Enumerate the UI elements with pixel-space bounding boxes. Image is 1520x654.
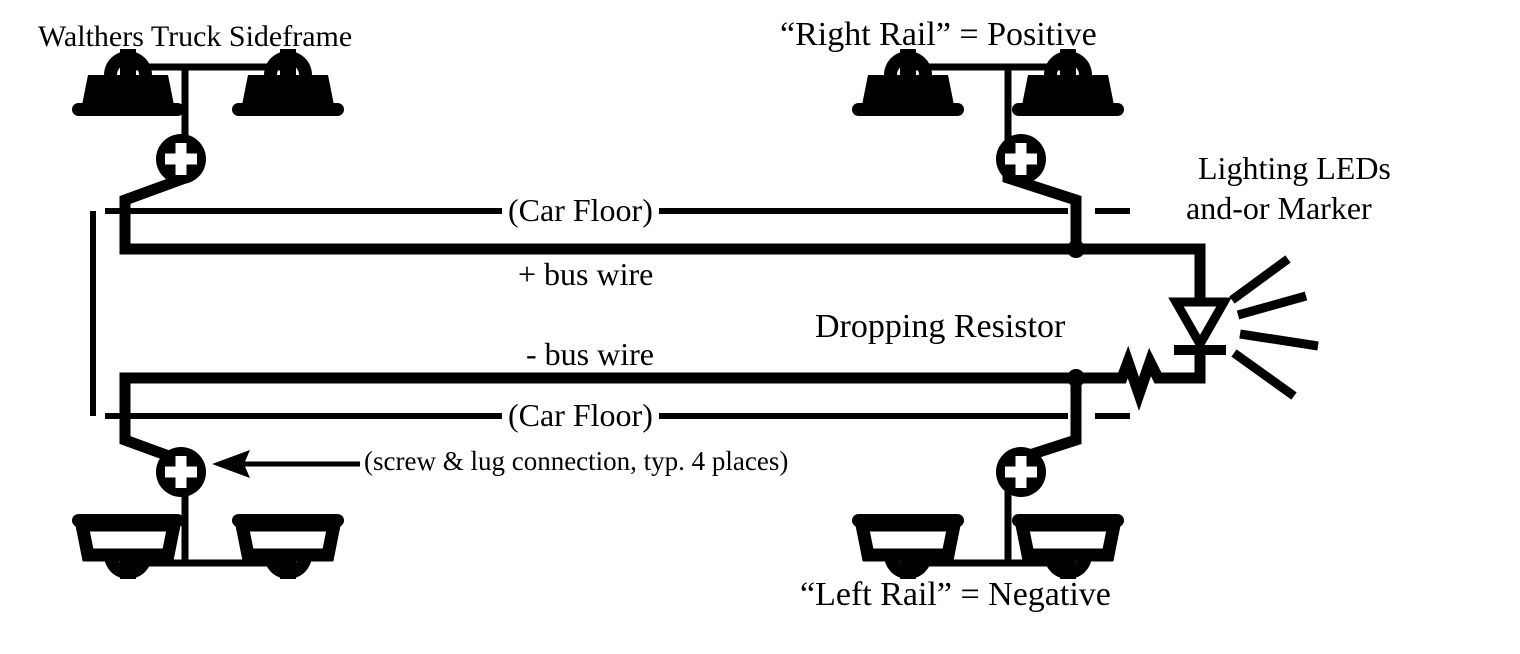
left-rail-label: “Left Rail” = Negative	[800, 576, 1111, 613]
car-floor-label-top: (Car Floor)	[502, 194, 659, 226]
junction-dot-negative	[1067, 369, 1085, 387]
led-triangle	[1168, 297, 1232, 354]
lighting-led-label-line2: and-or Marker	[1186, 190, 1372, 226]
screw-lug-bottom-left	[156, 447, 206, 497]
truck-sideframe-icon	[852, 514, 964, 579]
junction-dot-positive	[1067, 240, 1085, 258]
left-arrow-icon	[212, 450, 362, 478]
minus-bus-wire-label: - bus wire	[526, 336, 654, 372]
truck-sideframe-icon	[72, 49, 184, 116]
truck-sideframe-icon	[72, 514, 184, 579]
lighting-led-label-line1: Lighting LEDs	[1198, 150, 1391, 186]
truck-assembly-bottom-left	[72, 480, 344, 579]
led-light-rays	[1229, 255, 1319, 400]
truck-sideframe-icon	[852, 49, 964, 116]
right-rail-label: “Right Rail” = Positive	[780, 16, 1097, 53]
truck-sideframe-icon	[232, 514, 344, 579]
screw-lug-top-right	[996, 134, 1046, 184]
truck-sideframe-icon	[1012, 514, 1124, 579]
led-diode-icon	[1168, 255, 1319, 400]
truck-sideframe-icon	[232, 49, 344, 116]
sideframe-title: Walthers Truck Sideframe	[38, 20, 353, 53]
truck-sideframe-icon	[1012, 49, 1124, 116]
screw-lug-top-left	[156, 134, 206, 184]
truck-assembly-top-left	[72, 49, 344, 160]
truck-assembly-bottom-right	[852, 480, 1124, 579]
screw-lug-bottom-right	[996, 447, 1046, 497]
positive-bus-wire	[119, 160, 1206, 278]
truck-assembly-top-right	[852, 49, 1124, 160]
car-floor-label-bottom: (Car Floor)	[502, 399, 659, 431]
dropping-resistor-label: Dropping Resistor	[815, 308, 1066, 345]
zigzag-resistor-icon	[1110, 345, 1206, 411]
screw-lug-note: (screw & lug connection, typ. 4 places)	[360, 448, 793, 475]
plus-bus-wire-label: + bus wire	[518, 256, 654, 292]
